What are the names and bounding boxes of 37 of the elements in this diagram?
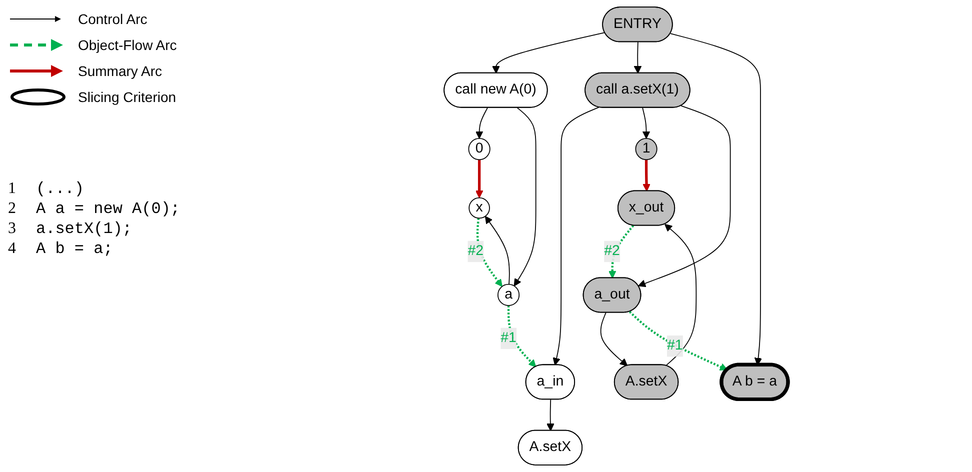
- node-circle: 0: [468, 138, 490, 160]
- line-number: 2: [8, 200, 17, 218]
- code-line: a.setX(1);: [36, 220, 134, 238]
- code-line: A a = new A(0);: [36, 200, 180, 218]
- arrow: [475, 107, 488, 139]
- arrow: [476, 218, 502, 287]
- node-circle: a: [497, 284, 520, 306]
- code-line: A b = a;: [36, 240, 114, 258]
- edge-label: #2: [604, 244, 620, 259]
- arrow: [642, 107, 650, 139]
- arrow: [628, 310, 728, 370]
- arrow: [638, 105, 731, 288]
- legend-label: Object-Flow Arc: [78, 37, 177, 53]
- arrow: [664, 224, 697, 366]
- arrow: [600, 312, 628, 366]
- edge-label: #1: [500, 330, 516, 346]
- legend-label: Slicing Criterion: [78, 89, 177, 105]
- legend-label: Summary Arc: [78, 63, 164, 79]
- arrow: [514, 107, 536, 286]
- arrow: [670, 33, 762, 366]
- arrow: [507, 306, 536, 368]
- line-number: 4: [8, 240, 17, 258]
- line-number: 1: [8, 180, 17, 198]
- arrow: [642, 160, 650, 192]
- node-circle: 1: [635, 138, 658, 160]
- node-circle: x: [468, 197, 490, 219]
- line-number: 3: [8, 220, 17, 238]
- code-line: (...): [36, 180, 86, 198]
- arrow: [546, 399, 554, 432]
- legend-label: Control Arc: [78, 11, 148, 27]
- arrow: [552, 106, 600, 366]
- edge-label: #2: [468, 244, 484, 259]
- arrow: [492, 32, 606, 74]
- arrow: [634, 42, 642, 74]
- arrow: [484, 216, 510, 285]
- arrow: [475, 160, 484, 198]
- edge-label: #1: [666, 338, 683, 354]
